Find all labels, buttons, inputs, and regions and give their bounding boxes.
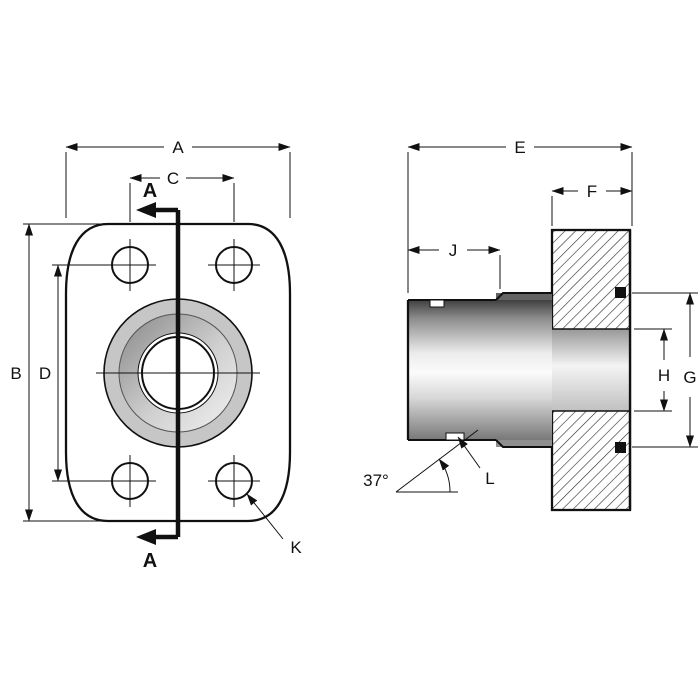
- dim-label-e: E: [514, 138, 525, 157]
- neck-step-bottom: [496, 438, 552, 447]
- dimension-a: A: [65, 138, 291, 218]
- bolt-hole-top-right: [208, 239, 260, 291]
- angle-label: 37°: [363, 471, 389, 490]
- oring-groove-bottom: [615, 442, 626, 453]
- bolt-hole-bottom-left: [104, 455, 156, 507]
- relief-notch-bottom: [445, 432, 465, 441]
- bore-band: [552, 329, 630, 411]
- dimension-b: B: [10, 223, 104, 522]
- dimension-e: E: [407, 138, 633, 293]
- dimension-d: D: [39, 264, 110, 482]
- section-view: E F J H G: [363, 138, 698, 512]
- section-label-top: A: [143, 180, 157, 202]
- dim-label-a: A: [172, 138, 184, 157]
- leader-k: K: [246, 493, 302, 557]
- dim-label-c: C: [167, 169, 179, 188]
- flare-angle-dimension: 37°: [363, 429, 479, 493]
- dim-label-j: J: [449, 241, 458, 260]
- section-arrow-top: [136, 202, 156, 218]
- neck-body: [408, 300, 552, 440]
- dimension-h: H: [634, 328, 672, 412]
- leader-l: L: [457, 436, 495, 488]
- section-cut-line: A A: [136, 180, 181, 572]
- neck-step-top: [496, 293, 552, 302]
- dimension-c: C: [129, 169, 235, 222]
- dim-label-g: G: [683, 368, 696, 387]
- section-arrow-bottom: [136, 529, 156, 545]
- bolt-hole-top-left: [104, 239, 156, 291]
- section-label-bottom: A: [143, 550, 157, 572]
- dimension-g: G: [632, 292, 698, 448]
- oring-groove-top: [615, 287, 626, 298]
- neck-bottom-step-edge: [495, 439, 552, 448]
- neck-top-step-edge: [495, 292, 552, 301]
- bolt-hole-bottom-right: [208, 455, 260, 507]
- dim-label-b: B: [10, 364, 21, 383]
- dim-label-k: K: [290, 538, 302, 557]
- dim-label-l: L: [485, 469, 494, 488]
- dim-label-f: F: [587, 182, 597, 201]
- dim-label-d: D: [39, 364, 51, 383]
- dimension-j: J: [407, 241, 501, 289]
- dim-label-h: H: [658, 366, 670, 385]
- relief-notch-top: [429, 299, 445, 308]
- dimension-f: F: [551, 182, 633, 226]
- front-view: A A A C B D: [10, 138, 302, 572]
